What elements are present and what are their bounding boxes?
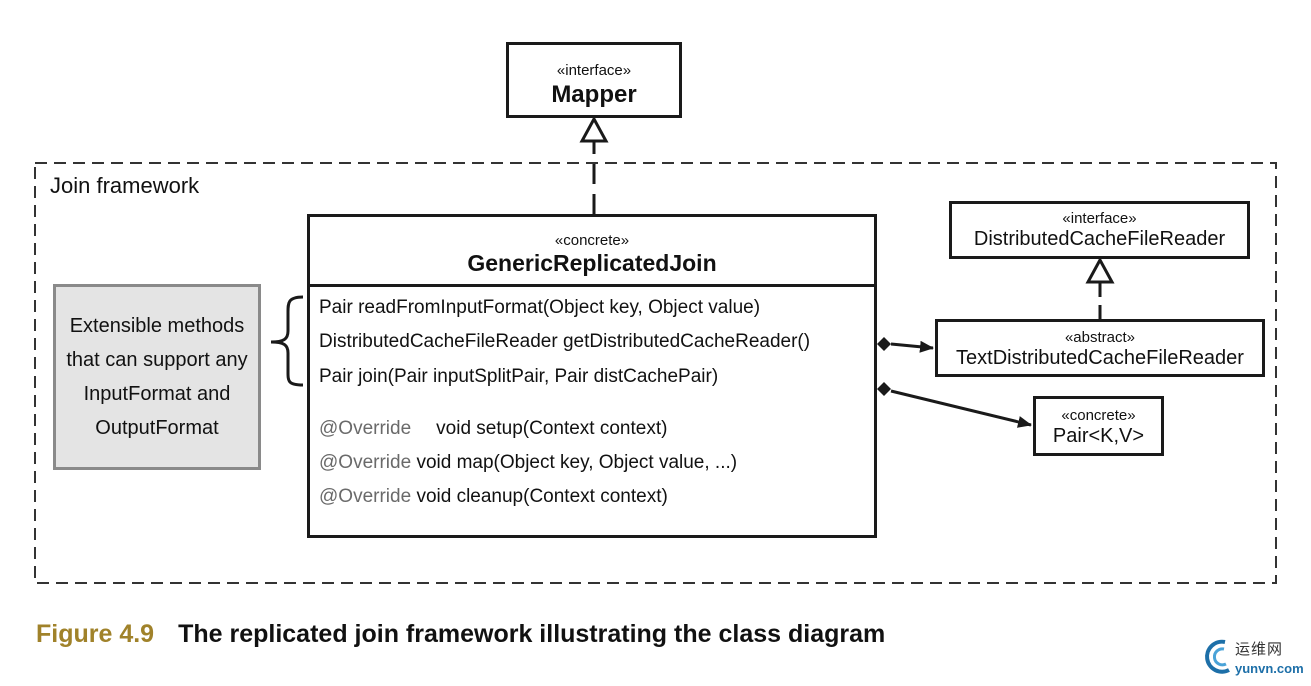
method-get-distributed-cache-reader: DistributedCacheFileReader getDistribute… [319, 331, 811, 352]
composition-pair-line [890, 389, 1032, 428]
extensible-methods-note-text: Extensible methods that can support any … [66, 315, 248, 439]
composition-diamond-reader [877, 337, 891, 351]
generic-replicated-join-class: «concrete» GenericReplicatedJoin Pair re… [307, 214, 877, 538]
mapper-stereotype: «interface» [556, 62, 632, 79]
yunvn-logo-icon [1205, 639, 1230, 674]
method-setup: @Override void setup(Context context) [319, 418, 667, 440]
method-join: Pair join(Pair inputSplitPair, Pair dist… [319, 366, 719, 387]
watermark-logo: 运维网 yunvn.com [1203, 634, 1307, 682]
override-annotation: @Override [319, 452, 412, 473]
pair-class: «concrete» Pair<K,V> [1033, 396, 1164, 456]
method-cleanup-signature: void cleanup(Context context) [416, 486, 668, 507]
class-name: GenericReplicatedJoin [467, 250, 717, 276]
composition-reader-line [890, 340, 934, 353]
watermark-url: yunvn.com [1235, 661, 1304, 676]
class-header: «concrete» GenericReplicatedJoin [310, 217, 874, 287]
realization-reader-triangle [1085, 256, 1115, 284]
method-setup-signature: void setup(Context context) [436, 418, 668, 439]
interface-stereotype: «interface» [1062, 210, 1137, 227]
figure-title: The replicated join framework illustrati… [178, 620, 886, 648]
watermark-chinese: 运维网 [1235, 641, 1284, 658]
method-map: @Override void map(Object key, Object va… [319, 452, 737, 474]
composition-diamond-pair [877, 382, 891, 396]
abstract-class-name: TextDistributedCacheFileReader [956, 347, 1244, 369]
override-annotation: @Override [319, 418, 412, 439]
realization-mapper-triangle [579, 115, 609, 143]
distributed-cache-file-reader-interface: «interface» DistributedCacheFileReader [949, 201, 1250, 259]
extensible-methods-brace [270, 295, 304, 387]
method-read-from-input-format: Pair readFromInputFormat(Object key, Obj… [319, 297, 761, 318]
figure-number: Figure 4.9 [36, 620, 155, 648]
method-cleanup: @Override void cleanup(Context context) [319, 486, 668, 508]
extensible-methods-note: Extensible methods that can support any … [53, 284, 261, 470]
join-framework-label: Join framework [50, 173, 200, 198]
figure-caption: Figure 4.9 The replicated join framework … [36, 620, 885, 649]
override-annotation: @Override [319, 486, 412, 507]
abstract-stereotype: «abstract» [1064, 329, 1136, 346]
mapper-interface-box: «interface» Mapper [506, 42, 682, 118]
join-framework-boundary [34, 162, 1277, 584]
mapper-name: Mapper [551, 81, 637, 108]
interface-name: DistributedCacheFileReader [973, 228, 1226, 250]
method-map-signature: void map(Object key, Object value, ...) [416, 452, 738, 473]
pair-stereotype: «concrete» [1061, 407, 1136, 424]
text-distributed-cache-file-reader-class: «abstract» TextDistributedCacheFileReade… [935, 319, 1265, 377]
class-stereotype: «concrete» [554, 232, 630, 249]
pair-name: Pair<K,V> [1052, 425, 1145, 447]
